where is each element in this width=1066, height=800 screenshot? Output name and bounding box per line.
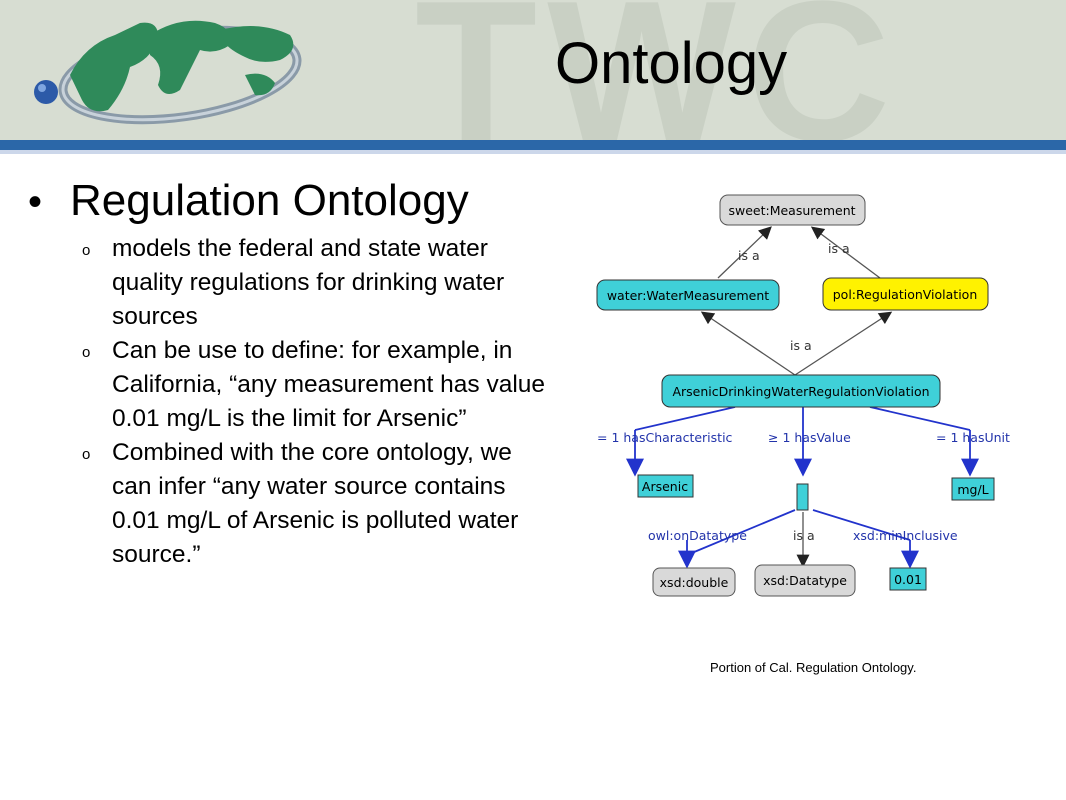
watermark: TWC [415,0,901,140]
property-edges [626,406,979,569]
edge-is-a: is a [828,241,850,256]
node-xsd-datatype: xsd:Datatype [754,564,856,597]
node-label: xsd:double [660,575,729,590]
node-measurement: sweet:Measurement [719,194,866,226]
ontology-diagram: is a is a is a = 1 hasCharacteristic ≥ 1… [596,194,1010,597]
main-bullet: • Regulation Ontology [28,176,558,226]
sub-bullet-item: o Combined with the core ontology, we can… [28,436,558,572]
node-label: mg/L [957,482,988,497]
bullet-dot: • [28,180,43,224]
sub-bullet-marker: o [82,446,91,463]
node-label: ArsenicDrinkingWaterRegulationViolation [672,384,929,399]
sub-bullet-text: Combined with the core ontology, we can … [112,439,519,568]
sub-bullet-list: o models the federal and state water qual… [28,232,558,572]
sub-bullet-item: o models the federal and state water qual… [28,232,558,334]
node-xsd-double: xsd:double [652,567,736,597]
sub-bullet-item: o Can be use to define: for example, in C… [28,334,558,436]
node-label: water:WaterMeasurement [607,288,769,303]
header-divider [0,140,1066,150]
node-label: xsd:Datatype [763,573,847,588]
edge-has-characteristic: = 1 hasCharacteristic [597,430,733,445]
edge-is-a: is a [793,528,815,543]
node-regulation-violation: pol:RegulationViolation [822,277,989,311]
edge-has-value: ≥ 1 hasValue [768,430,851,445]
edge-min-inclusive: xsd:minInclusive [853,528,958,543]
node-label: 0.01 [894,572,922,587]
node-label: sweet:Measurement [728,203,855,218]
edge-is-a: is a [738,248,760,263]
node-arsenic-violation: ArsenicDrinkingWaterRegulationViolation [661,374,941,408]
node-value-literal: 0.01 [889,567,927,591]
bullet-heading: Regulation Ontology [70,176,469,225]
slide-header: TWC Ontology [0,0,1066,140]
node-label: Arsenic [642,479,688,494]
node-arsenic: Arsenic [637,474,694,498]
header-divider-light [0,150,1066,154]
edge-on-datatype: owl:onDatatype [648,528,747,543]
sub-bullet-marker: o [82,242,91,259]
node-water-measurement: water:WaterMeasurement [596,279,780,311]
slide-title: Ontology [555,31,788,96]
sub-bullet-text: models the federal and state water quali… [112,235,505,330]
edge-is-a: is a [790,338,812,353]
diagram-caption: Portion of Cal. Regulation Ontology. [710,660,917,675]
node-mgl: mg/L [951,477,995,501]
edge-has-unit: = 1 hasUnit [936,430,1010,445]
sub-bullet-marker: o [82,344,91,361]
node-value-restriction [796,483,809,511]
slide-content: • Regulation Ontology o models the federa… [28,176,558,696]
isa-edges [700,226,893,376]
globe-logo-icon [34,20,302,125]
sub-bullet-text: Can be use to define: for example, in Ca… [112,337,546,432]
node-label: pol:RegulationViolation [833,287,978,302]
